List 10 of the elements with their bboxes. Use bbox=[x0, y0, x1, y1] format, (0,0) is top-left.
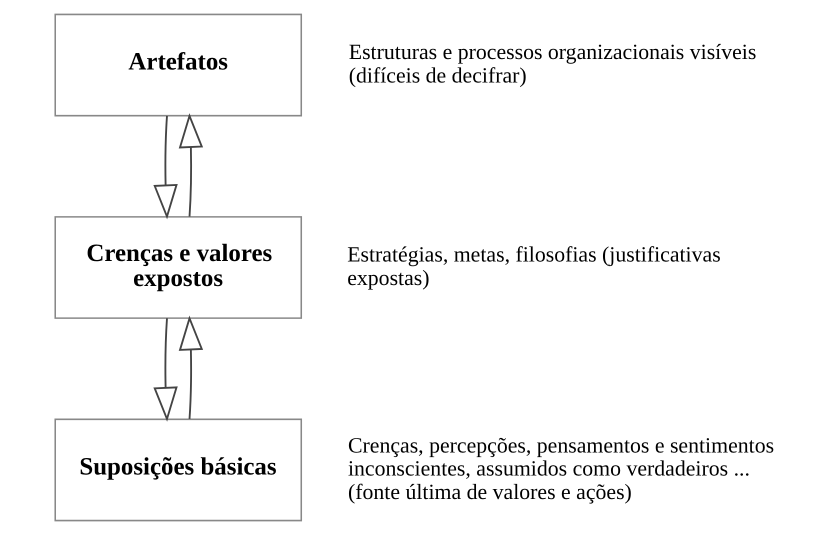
node-label: Estratégias, metas, filosofias (justificativas expostas) bbox=[346, 242, 720, 290]
node-label: Estruturas e processos organizacionais visíveis (difíceis de decifrar) bbox=[348, 40, 756, 88]
arrow bbox=[178, 316, 203, 420]
node-box: Suposições básicas bbox=[54, 418, 302, 522]
arrow bbox=[152, 116, 178, 220]
node-label: Crenças, percepções, pensamentos e sentimentos inconscientes, assumidos como verdadeiros ... (fonte última de valores e ações) bbox=[347, 433, 774, 504]
arrow bbox=[178, 113, 203, 217]
node-box: Artefatos bbox=[54, 14, 302, 116]
node-box: Crenças e valores expostos bbox=[54, 216, 302, 319]
arrow bbox=[152, 318, 178, 422]
